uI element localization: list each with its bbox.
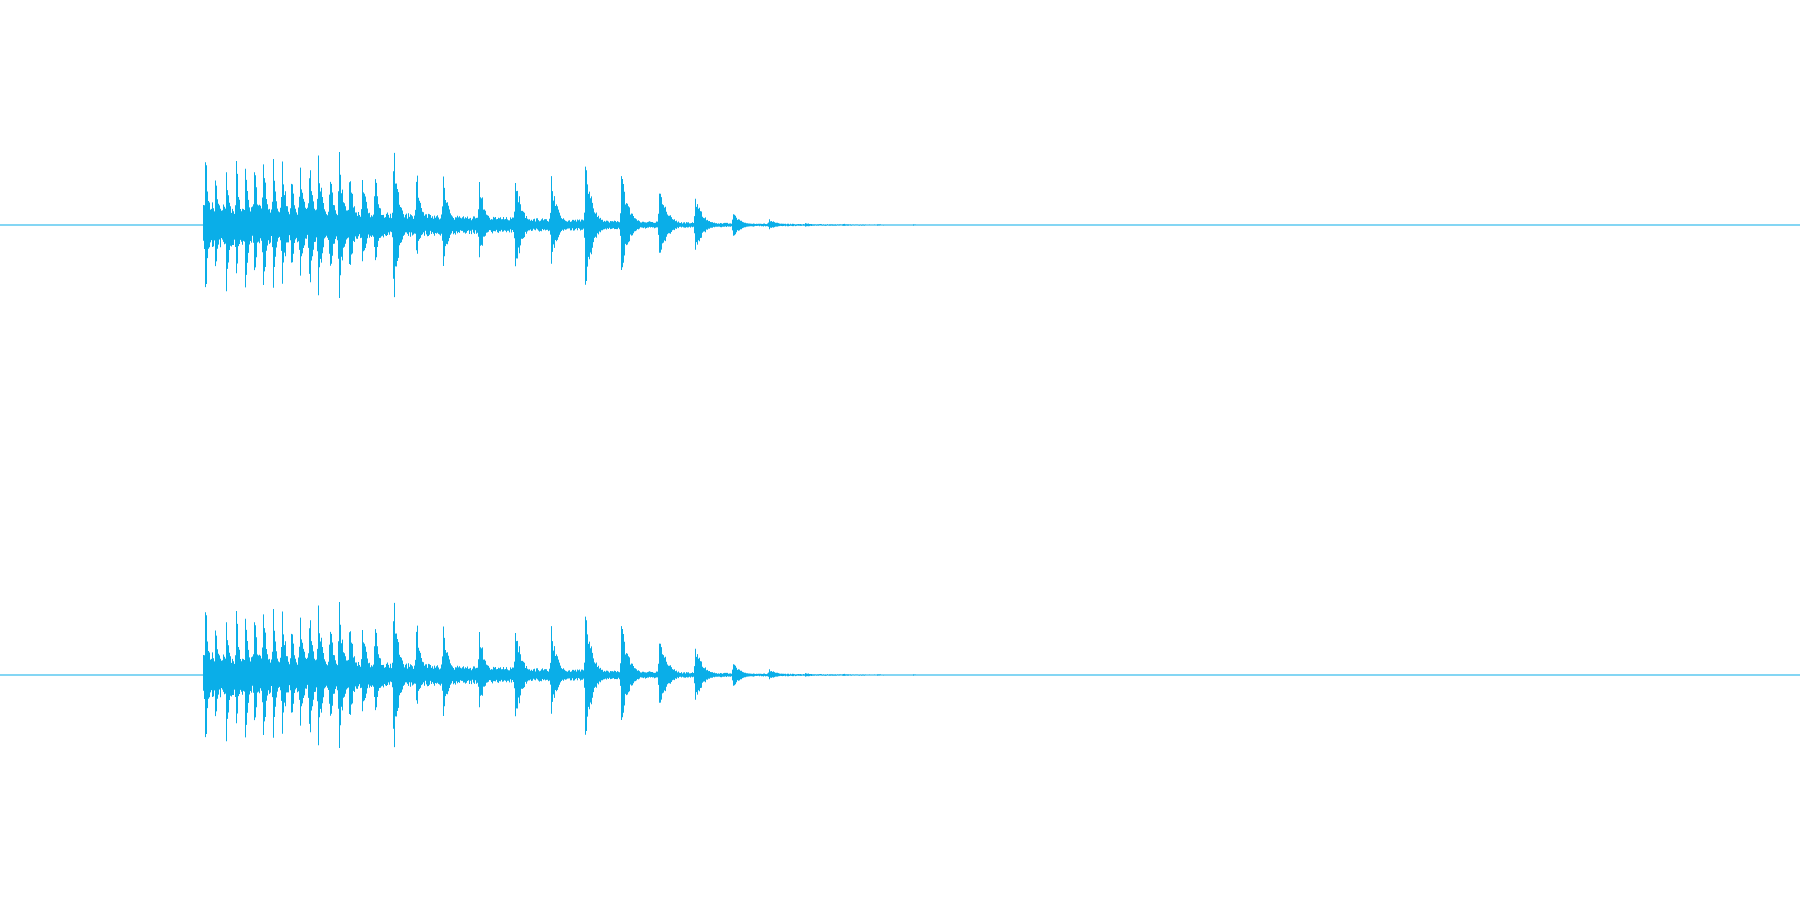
waveform-channel-2-svg	[0, 602, 1800, 748]
waveform-channel-1	[0, 152, 1800, 298]
waveform-signal	[203, 602, 955, 748]
waveform-signal	[203, 152, 955, 298]
waveform-channel-1-svg	[0, 152, 1800, 298]
waveform-channel-2	[0, 450, 1800, 900]
